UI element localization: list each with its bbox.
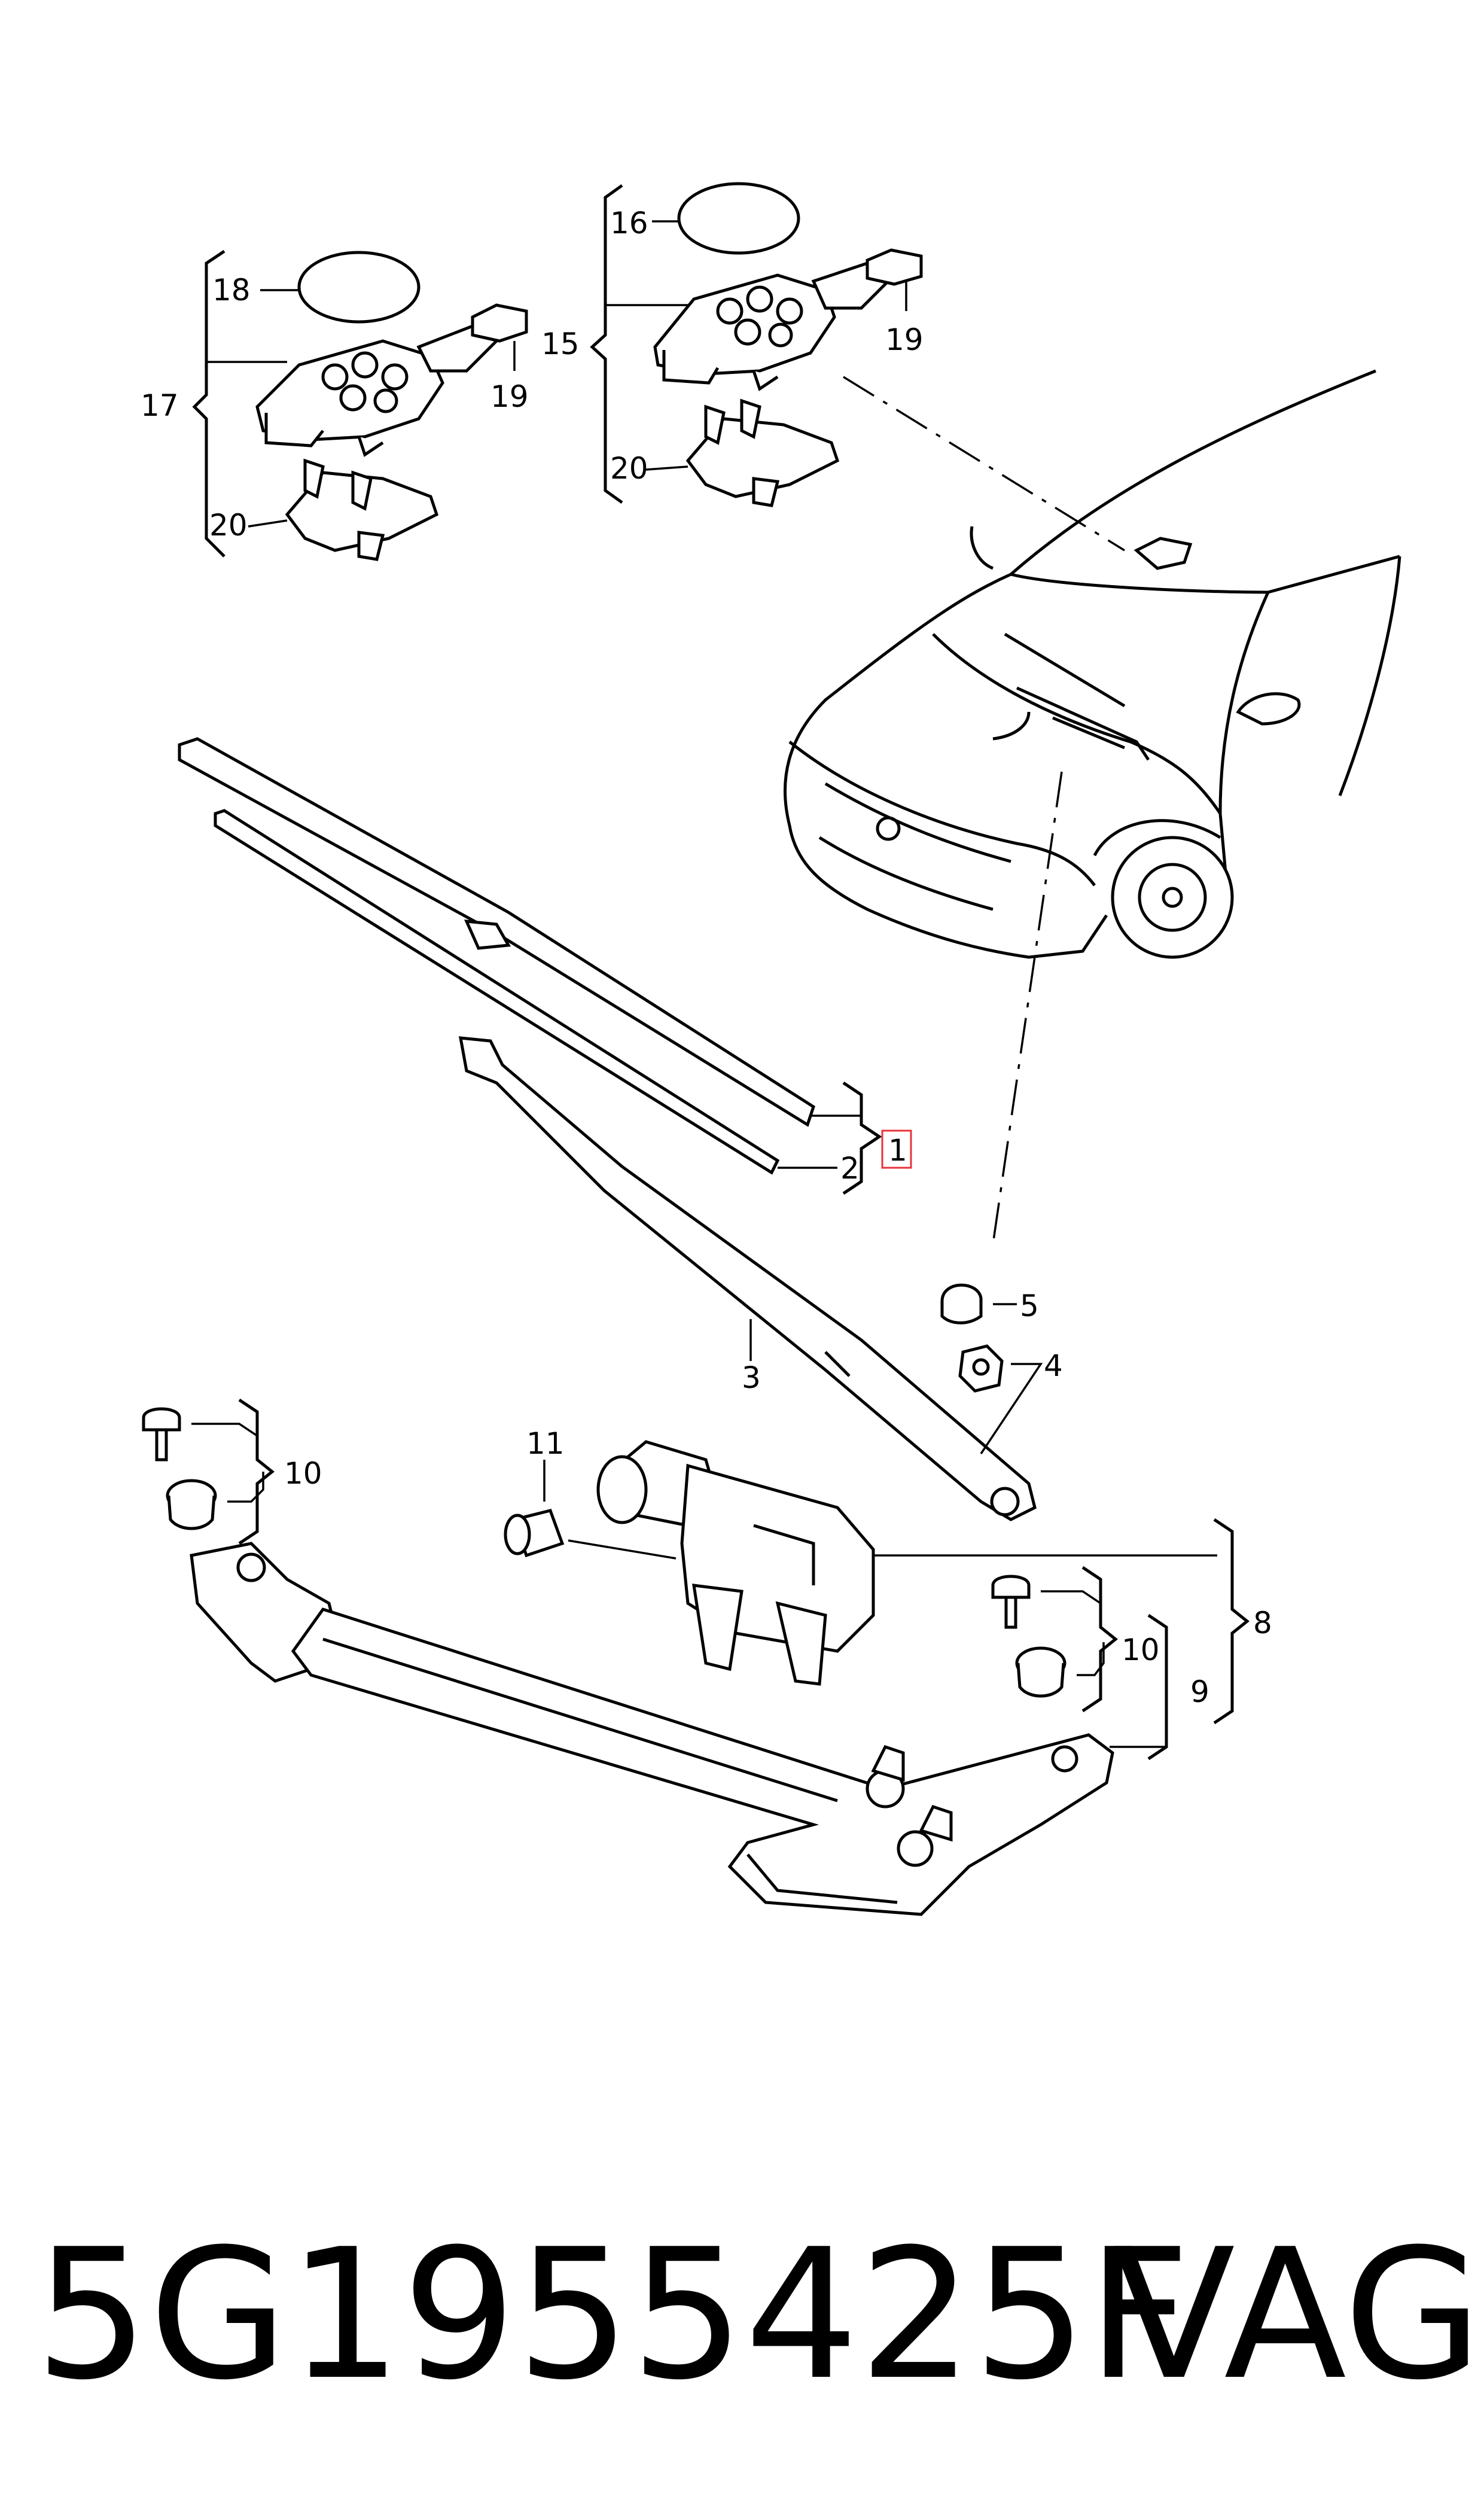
part-number: 5G1955425F <box>35 2211 1190 2419</box>
bracket-20a <box>285 458 439 561</box>
wiper-rubber-2 <box>214 809 780 1175</box>
rain-sensor-group-17 <box>192 249 528 561</box>
callout-18: 18 <box>212 273 251 307</box>
screw-10a <box>142 1407 181 1462</box>
callout-19-left: 19 <box>490 379 529 414</box>
callout-4: 4 <box>1044 1348 1063 1383</box>
callout-16: 16 <box>610 206 648 240</box>
brand-label: VAG <box>1113 2211 1483 2419</box>
connector-19a <box>471 303 528 343</box>
wiper-linkage-9 <box>190 1542 1114 1916</box>
callout-1: 1 <box>888 1133 907 1168</box>
callout-5: 5 <box>1020 1289 1039 1323</box>
callout-1-highlight <box>881 1129 912 1169</box>
callout-19-right: 19 <box>885 322 924 357</box>
cap-5 <box>940 1283 983 1325</box>
wiper-motor-8 <box>596 1440 875 1686</box>
grommet-10b <box>1015 1646 1066 1698</box>
callout-8: 8 <box>1253 1606 1272 1640</box>
car-illustration <box>784 369 1401 959</box>
callout-20-right: 20 <box>610 451 648 486</box>
gasket-18 <box>297 251 420 324</box>
rain-sensor-group-15 <box>590 182 923 507</box>
grommet-10a <box>166 1479 217 1530</box>
screw-10b <box>991 1575 1031 1629</box>
leader-car-to-linkage <box>992 771 1063 1245</box>
callout-9: 9 <box>1190 1674 1209 1709</box>
wiper-arm-3 <box>458 1036 1037 1521</box>
callout-20-left: 20 <box>209 508 248 543</box>
gasket-16 <box>677 182 800 255</box>
callout-2: 2 <box>840 1151 860 1186</box>
bushing-11 <box>504 1509 565 1558</box>
callout-10-left: 10 <box>284 1456 322 1491</box>
leader-sensor-to-car <box>843 376 1125 552</box>
front-wheel <box>1111 836 1234 959</box>
callout-11: 11 <box>526 1426 565 1461</box>
rain-sensor-15 <box>653 261 894 391</box>
callout-15: 15 <box>541 327 580 361</box>
bracket-20b <box>685 398 840 507</box>
connector-19b <box>866 248 923 286</box>
rain-sensor-17 <box>255 324 499 457</box>
callout-10-right: 10 <box>1122 1633 1160 1667</box>
callout-3: 3 <box>742 1360 761 1395</box>
wiper-blade-1 <box>178 737 815 1175</box>
callout-17: 17 <box>141 388 179 423</box>
nut-4 <box>958 1344 1004 1393</box>
